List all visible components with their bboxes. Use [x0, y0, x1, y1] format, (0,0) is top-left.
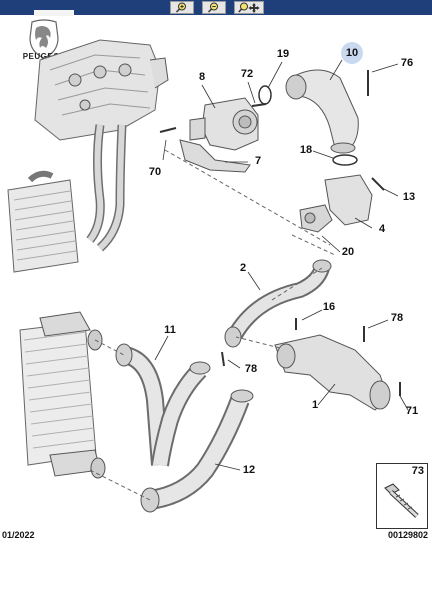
bolt-78-left	[221, 351, 225, 367]
callout-11: 11	[164, 324, 176, 336]
callout-71: 71	[405, 405, 419, 417]
part-2-tube	[224, 259, 332, 348]
zoom-move-icon	[238, 2, 260, 13]
callout-7: 7	[254, 155, 262, 167]
part-4-housing	[299, 174, 373, 233]
callout-19: 19	[276, 48, 290, 60]
part-7-bracket	[179, 139, 251, 173]
callout-78-left: 78	[244, 363, 258, 375]
callout-72: 72	[240, 68, 254, 80]
callout-73: 73	[411, 465, 424, 477]
callout-18: 18	[299, 144, 313, 156]
bolt-70	[159, 127, 177, 133]
zoom-out-icon	[207, 2, 218, 13]
peugeot-lion-logo	[29, 19, 59, 59]
part-19-gasket	[258, 85, 272, 105]
bolt-72	[251, 103, 267, 107]
upper-intercooler	[7, 170, 79, 273]
part-18-seal	[332, 154, 358, 166]
part-8-throttle-body	[189, 97, 259, 151]
callout-13: 13	[402, 191, 416, 203]
part-11-hose	[115, 343, 211, 467]
engine-block	[34, 39, 169, 141]
callout-20: 20	[341, 246, 355, 258]
footer-reference: 00129802	[387, 530, 428, 540]
callout-2: 2	[239, 262, 247, 274]
top-toolbar	[0, 0, 432, 15]
footer-date: 01/2022	[2, 530, 35, 540]
leader-lines	[154, 59, 409, 471]
zoom-in-button[interactable]	[170, 1, 194, 14]
zoom-fit-button[interactable]	[234, 1, 264, 14]
callout-70: 70	[148, 166, 162, 178]
engine-intake-pipes	[86, 124, 127, 252]
callout-16: 16	[322, 301, 336, 313]
callout-8: 8	[198, 71, 206, 83]
callout-10: 10	[341, 42, 363, 64]
zoom-in-icon	[175, 2, 186, 13]
callout-78-right: 78	[390, 312, 404, 324]
part-10-elbow	[285, 69, 359, 154]
part-1-manifold	[274, 334, 391, 411]
brand-wordmark: PEUGEOT	[22, 52, 66, 61]
callout-76: 76	[400, 57, 414, 69]
part-12-hose	[140, 389, 254, 513]
dashed-connectors	[89, 149, 336, 501]
callout-4: 4	[378, 223, 386, 235]
white-tag	[34, 10, 74, 16]
zoom-out-button[interactable]	[202, 1, 226, 14]
callout-12: 12	[242, 464, 256, 476]
callout-1: 1	[311, 399, 319, 411]
part-73-inset: 73	[376, 463, 428, 529]
bolt-73-icon	[384, 483, 419, 518]
lower-intercooler	[19, 311, 106, 479]
